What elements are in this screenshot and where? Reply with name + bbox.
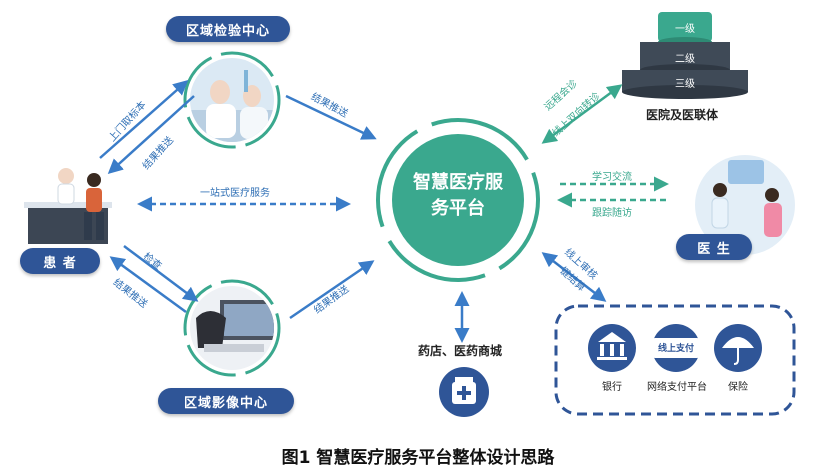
imaging-center-label: 区域影像中心 bbox=[158, 388, 294, 414]
tier-3: 三级 bbox=[675, 79, 695, 90]
figure-caption: 图1 智慧医疗服务平台整体设计思路 bbox=[281, 448, 555, 468]
pharmacy-icon bbox=[439, 367, 489, 417]
tier-2: 二级 bbox=[675, 54, 695, 65]
edge-one-stop: 一站式医疗服务 bbox=[200, 188, 270, 199]
edge-study: 学习交流 bbox=[592, 172, 632, 183]
patient-label: 患 者 bbox=[20, 248, 100, 274]
center-title-line1: 智慧医疗服 bbox=[413, 172, 503, 193]
online-pay-badge: 线上支付 bbox=[657, 344, 694, 354]
lab-image bbox=[183, 51, 281, 149]
bank-icon bbox=[588, 324, 636, 372]
pharmacy-label: 药店、医药商城 bbox=[418, 344, 503, 358]
bank-label: 银行 bbox=[602, 382, 622, 393]
hospital-stack bbox=[622, 12, 748, 99]
imaging-image bbox=[183, 279, 281, 377]
umbrella-icon bbox=[714, 324, 762, 372]
center-platform bbox=[376, 118, 540, 282]
center-title: 智慧医疗服 务平台 bbox=[398, 170, 518, 222]
lab-center-label: 区域检验中心 bbox=[166, 16, 290, 42]
online-pay-icon bbox=[652, 324, 700, 372]
online-pay-label: 网络支付平台 bbox=[647, 382, 707, 393]
patient-illustration bbox=[24, 168, 112, 244]
hospital-label: 医院及医联体 bbox=[646, 108, 719, 122]
doctor-label: 医 生 bbox=[676, 234, 752, 260]
arrows bbox=[99, 80, 669, 343]
tier-1: 一级 bbox=[675, 24, 695, 35]
center-title-line2: 务平台 bbox=[431, 198, 485, 219]
payment-box bbox=[554, 304, 796, 416]
insurance-label: 保险 bbox=[728, 382, 748, 393]
doctor-illustration bbox=[695, 155, 795, 255]
edge-followup: 跟踪随访 bbox=[592, 208, 632, 219]
